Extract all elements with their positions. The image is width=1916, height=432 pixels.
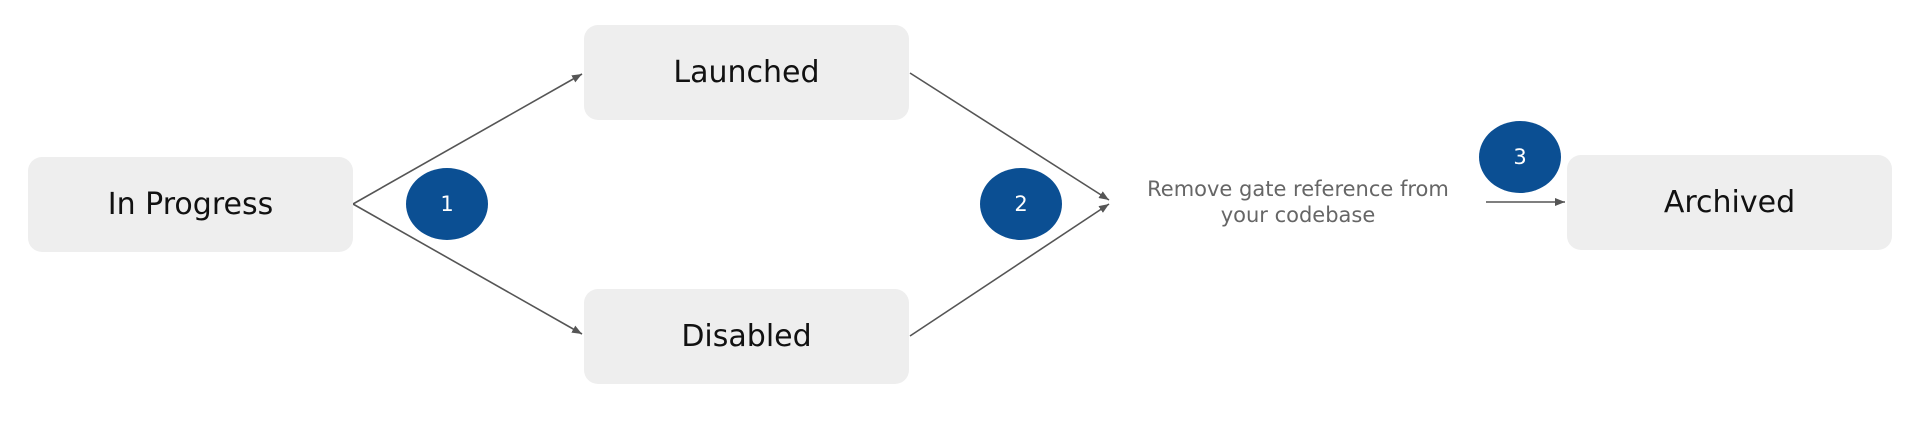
node-archived-label: Archived [1663, 185, 1796, 220]
node-archived: Archived [1567, 155, 1892, 250]
node-disabled-label: Disabled [681, 319, 812, 354]
node-launched: Launched [584, 25, 909, 120]
node-launched-label: Launched [673, 55, 820, 90]
step-badge-1: 1 [406, 168, 488, 240]
edge-in-progress-to-disabled [352, 203, 583, 335]
node-disabled: Disabled [584, 289, 909, 384]
step-badge-2-number: 2 [1014, 192, 1028, 216]
step-badge-3-number: 3 [1513, 145, 1527, 169]
node-in-progress: In Progress [28, 157, 353, 252]
remove-reference-note: Remove gate reference from your codebase [1128, 176, 1468, 228]
step-badge-3: 3 [1479, 121, 1561, 193]
edge-in-progress-to-launched [352, 73, 583, 205]
edge-disabled-to-note [909, 203, 1110, 337]
edge-launched-to-note [909, 72, 1110, 201]
note-line-1: Remove gate reference from [1147, 177, 1449, 201]
note-line-2: your codebase [1220, 203, 1376, 227]
step-badge-1-number: 1 [440, 192, 454, 216]
node-in-progress-label: In Progress [107, 187, 274, 222]
step-badge-2: 2 [980, 168, 1062, 240]
